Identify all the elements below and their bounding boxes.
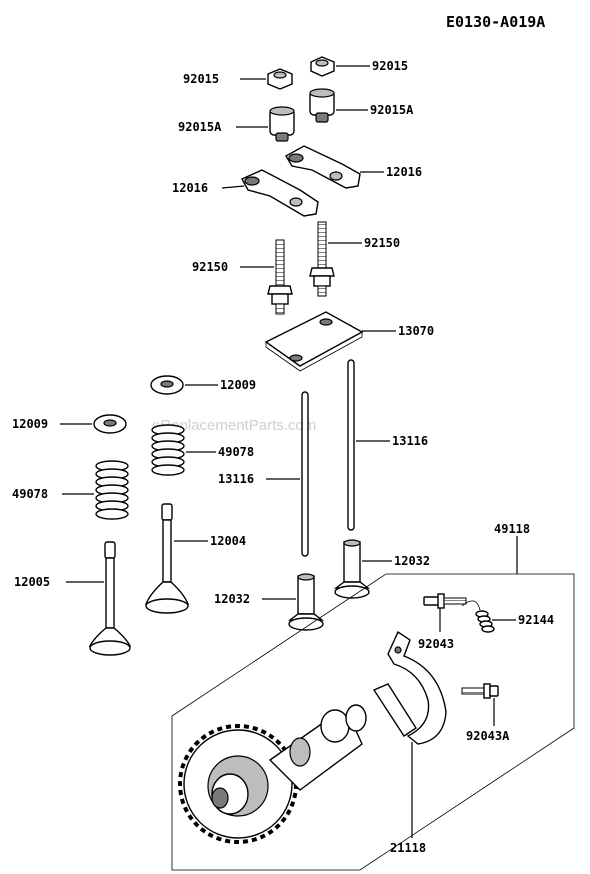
label-92015A-left: 92015A [178,120,222,134]
cam-gear[interactable] [178,724,298,844]
exhaust-valve-12004[interactable] [144,503,190,614]
pivot-92015A-right[interactable] [309,88,335,123]
label-12032-right: 12032 [394,554,430,568]
assembly-box-49118 [171,573,575,871]
valve-spring-49078-left[interactable] [95,460,129,520]
guide-plate-13070[interactable] [264,311,364,372]
tappet-12032-right[interactable] [333,539,371,599]
retainer-12009-upper[interactable] [150,375,184,395]
label-92150-right: 92150 [364,236,400,250]
pivot-92015A-left[interactable] [269,106,295,142]
label-13070: 13070 [398,324,434,338]
label-13116-right: 13116 [392,434,428,448]
retainer-12009-left[interactable] [93,414,127,434]
bolt-92043A[interactable] [461,683,499,699]
label-12016-left: 12016 [172,181,208,195]
label-12016-right: 12016 [386,165,422,179]
stud-92150-left[interactable] [267,239,293,315]
camshaft-lobes[interactable] [268,704,367,791]
label-92043: 92043 [418,637,454,651]
label-92015A-right: 92015A [370,103,414,117]
label-49118: 49118 [494,522,530,536]
label-12032-left: 12032 [214,592,250,606]
stud-92150-right[interactable] [309,221,335,297]
rocker-arm-12016-left[interactable] [241,169,319,217]
bolt-92043[interactable] [423,593,467,609]
nut-92015-left[interactable] [267,68,293,90]
label-92150-left: 92150 [192,260,228,274]
tappet-12032-left[interactable] [287,573,325,631]
valve-spring-49078-upper[interactable] [151,424,185,476]
label-21118: 21118 [390,841,426,855]
label-12009-left: 12009 [12,417,48,431]
label-92015-left: 92015 [183,72,219,86]
label-12004: 12004 [210,534,246,548]
label-12005: 12005 [14,575,50,589]
governor-arm-21118[interactable] [372,630,447,745]
label-92043A: 92043A [466,729,510,743]
watermark-text: eReplacementParts.com [152,417,316,434]
governor-spring-92144[interactable] [461,600,495,633]
label-92015-right: 92015 [372,59,408,73]
rocker-arm-12016-right[interactable] [285,145,361,189]
push-rod-13116-left[interactable] [301,391,309,557]
nut-92015-right[interactable] [310,56,335,77]
label-49078-upper: 49078 [218,445,254,459]
intake-valve-12005[interactable] [88,541,132,656]
label-13116-left: 13116 [218,472,254,486]
label-12009-upper: 12009 [220,378,256,392]
diagram-code: E0130-A019A [446,13,545,31]
label-92144: 92144 [518,613,554,627]
label-49078-left: 49078 [12,487,48,501]
push-rod-13116-right[interactable] [347,359,355,531]
